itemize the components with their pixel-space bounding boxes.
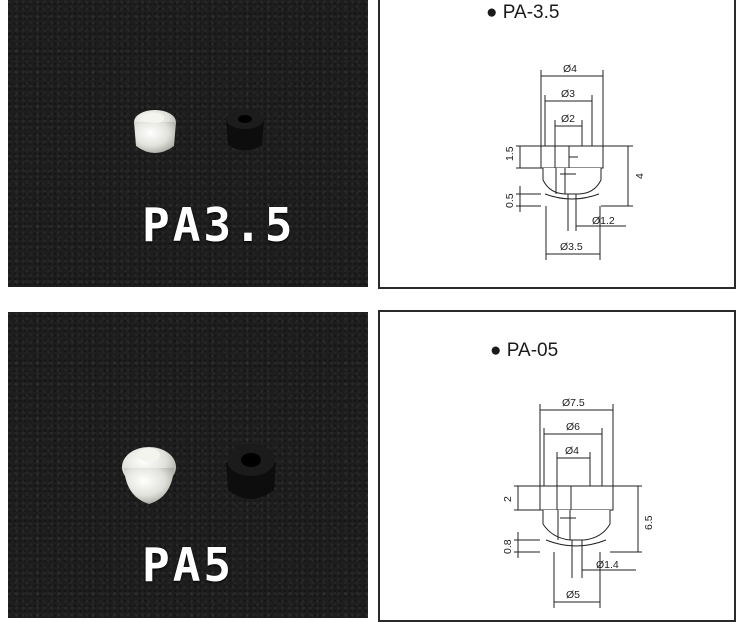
clear-suction-cup <box>134 110 176 153</box>
black-suction-cup <box>226 444 276 499</box>
bullet-icon: ● <box>490 340 502 361</box>
dimension-drawing <box>514 404 642 608</box>
technical-drawing-pa35: ● PA-3.5 Ø4 Ø3 Ø2 <box>378 0 736 289</box>
photo-label: PA3.5 <box>142 198 296 252</box>
product-photo-pa5: PA5 <box>8 312 368 618</box>
dimension-drawing <box>516 70 633 260</box>
model-title: ● PA-05 <box>490 340 559 361</box>
technical-drawing-pa05: ● PA-05 Ø7.5 Ø6 Ø4 2 0.8 6.5 Ø1.4 Ø5 <box>378 310 736 622</box>
photo-label: PA5 <box>142 538 235 592</box>
clear-suction-cup <box>122 447 176 504</box>
bullet-icon: ● <box>486 2 498 23</box>
product-photo-pa35: PA3.5 <box>8 0 368 287</box>
black-suction-cup <box>226 109 264 151</box>
model-title: ● PA-3.5 <box>486 2 560 23</box>
suction-cups-illustration <box>134 109 264 153</box>
suction-cups-illustration <box>122 444 276 504</box>
